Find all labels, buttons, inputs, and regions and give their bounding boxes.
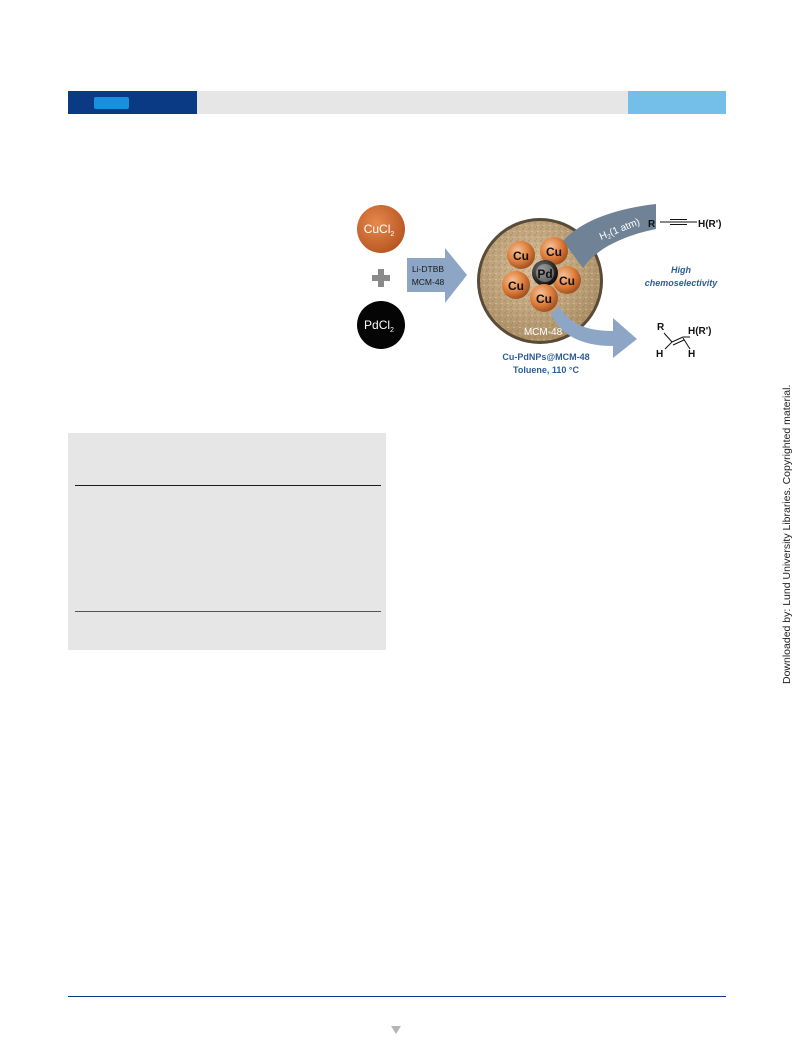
header-bar-right-block xyxy=(628,91,726,114)
svg-text:CuCl2: CuCl2 xyxy=(364,222,395,238)
alkene-hr-label: H(R') xyxy=(688,326,711,337)
h2-label: H xyxy=(598,230,609,243)
cucl2-reagent: CuCl2 xyxy=(357,205,405,253)
h2-subscript: 2 xyxy=(607,233,613,241)
arrow-label-top: Li-DTBB xyxy=(412,264,444,274)
alkene-h1-label: H xyxy=(656,349,663,360)
alkyne-h-label: H(R') xyxy=(698,219,721,230)
alkene-r-label: R xyxy=(657,322,665,333)
header-bar-left-block xyxy=(68,91,197,114)
cu-particle-5: Cu xyxy=(530,284,558,312)
header-chip xyxy=(94,97,129,109)
svg-text:PdCl2: PdCl2 xyxy=(364,318,394,334)
alkyne-structure: R H(R') xyxy=(648,219,721,230)
pdcl2-label: PdCl xyxy=(364,318,390,332)
cucl2-label: CuCl xyxy=(364,222,391,236)
table-bottom-rule xyxy=(75,611,381,612)
cucl2-subscript: 2 xyxy=(390,231,394,238)
svg-text:Cu: Cu xyxy=(536,292,552,306)
cu-particle-2: Cu xyxy=(540,237,568,265)
plus-icon xyxy=(372,269,390,287)
cu-particle-3: Cu xyxy=(553,266,581,294)
pdcl2-subscript: 2 xyxy=(390,327,394,334)
alkene-structure: R H(R') H H xyxy=(656,322,711,360)
svg-text:Cu: Cu xyxy=(559,274,575,288)
pd-particle: Pd xyxy=(532,260,558,286)
alkene-h2-label: H xyxy=(688,349,695,360)
page-down-arrow-icon[interactable] xyxy=(391,1026,401,1034)
support-label: MCM-48 xyxy=(524,327,563,338)
header-bar-middle-block xyxy=(197,91,628,114)
reaction-arrow: Li-DTBB MCM-48 xyxy=(407,248,467,303)
svg-text:Cu: Cu xyxy=(508,279,524,293)
h2-arrow: H2(1 atm) xyxy=(563,204,656,268)
selectivity-line1: High xyxy=(671,265,691,275)
graphical-abstract-figure: CuCl2 PdCl2 Li-DTBB MCM-48 MCM-48 H2(1 a… xyxy=(357,204,721,375)
pdcl2-reagent: PdCl2 xyxy=(357,301,405,349)
catalyst-caption-line1: Cu-PdNPs@MCM-48 xyxy=(502,352,589,362)
arrow-label-bottom: MCM-48 xyxy=(412,277,445,287)
footer-rule xyxy=(68,996,726,997)
nanoparticle-cluster: Cu Cu Cu Cu Pd Cu xyxy=(502,237,581,312)
cu-particle-4: Cu xyxy=(502,271,530,299)
svg-text:Cu: Cu xyxy=(546,245,562,259)
alkyne-r-label: R xyxy=(648,219,656,230)
cu-particle-1: Cu xyxy=(507,241,535,269)
product-arrow xyxy=(551,306,637,358)
table-panel xyxy=(68,433,386,650)
svg-text:Cu: Cu xyxy=(513,249,529,263)
table-top-rule xyxy=(75,485,381,486)
svg-text:Pd: Pd xyxy=(537,267,552,281)
selectivity-line2: chemoselectivity xyxy=(645,278,719,288)
catalyst-caption-line2: Toluene, 110 °C xyxy=(513,365,579,375)
download-watermark: Downloaded by: Lund University Libraries… xyxy=(781,384,793,684)
header-bar xyxy=(68,91,726,114)
